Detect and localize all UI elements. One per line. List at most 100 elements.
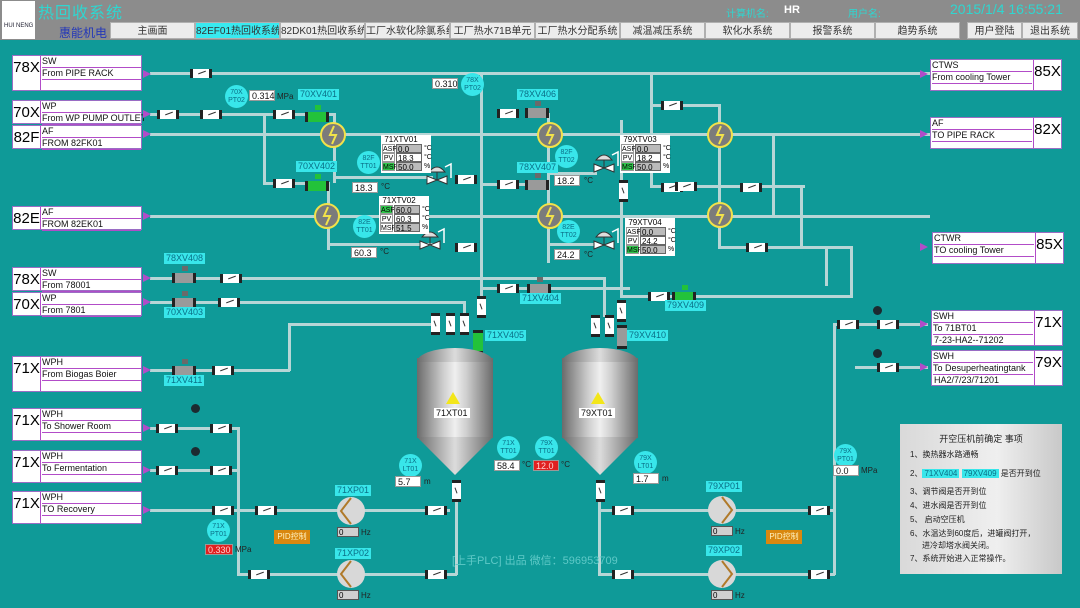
msp-value[interactable]: 51.5 xyxy=(394,223,420,233)
exit-button[interactable]: 退出系统 xyxy=(1022,22,1078,39)
control-valve-70xv402[interactable] xyxy=(305,174,329,191)
manual-valve[interactable] xyxy=(746,243,768,252)
tank-71xt01[interactable]: 71XT01 xyxy=(417,348,493,478)
manual-valve[interactable] xyxy=(273,110,295,119)
control-valve-79xv410[interactable] xyxy=(617,325,627,349)
manual-valve[interactable] xyxy=(605,315,614,337)
manual-valve[interactable] xyxy=(808,570,830,579)
manual-valve[interactable] xyxy=(212,366,234,375)
nav-hot-water-71b[interactable]: 工厂热水71B单元 xyxy=(450,22,535,39)
manual-valve[interactable] xyxy=(212,506,234,515)
tank-79xt01[interactable]: 79XT01 xyxy=(562,348,638,478)
pump-71xp01-hz[interactable]: 0 xyxy=(337,527,359,537)
manual-valve[interactable] xyxy=(157,110,179,119)
three-way-valve-icon[interactable] xyxy=(425,160,455,188)
manual-valve[interactable] xyxy=(460,313,469,335)
pump-71xp02-hz[interactable]: 0 xyxy=(337,590,359,600)
manual-valve[interactable] xyxy=(200,110,222,119)
control-valve-78xv408[interactable] xyxy=(172,266,196,283)
control-valve-79xv409[interactable] xyxy=(672,285,696,302)
heat-exchanger-icon[interactable] xyxy=(707,202,733,228)
manual-valve[interactable] xyxy=(497,109,519,118)
manual-valve[interactable] xyxy=(497,180,519,189)
pump-79xp02-hz[interactable]: 0 xyxy=(711,590,733,600)
manual-valve[interactable] xyxy=(220,274,242,283)
login-button[interactable]: 用户登陆 xyxy=(967,22,1022,39)
nav-82ef01[interactable]: 82EF01热回收系统 xyxy=(195,22,280,39)
nav-softened-water[interactable]: 软化水系统 xyxy=(705,22,790,39)
msp-value[interactable]: 50.0 xyxy=(635,162,661,172)
manual-valve[interactable] xyxy=(591,315,600,337)
control-valve-78xv407[interactable] xyxy=(525,173,549,190)
asp-value[interactable]: 0.0 xyxy=(635,144,661,154)
nav-main[interactable]: 主画面 xyxy=(110,22,195,39)
manual-valve[interactable] xyxy=(648,292,670,301)
manual-valve[interactable] xyxy=(596,480,605,502)
manual-valve[interactable] xyxy=(156,424,178,433)
control-valve-70xv403[interactable] xyxy=(172,291,196,308)
manual-valve[interactable] xyxy=(218,298,240,307)
manual-valve[interactable] xyxy=(455,243,477,252)
heat-exchanger-icon[interactable] xyxy=(537,122,563,148)
msp-value[interactable]: 50.0 xyxy=(396,162,422,172)
pump-79xp01[interactable] xyxy=(708,496,736,524)
manual-valve[interactable] xyxy=(617,300,626,322)
manual-valve[interactable] xyxy=(255,506,277,515)
manual-valve[interactable] xyxy=(210,466,232,475)
manual-valve[interactable] xyxy=(248,570,270,579)
nav-alarm[interactable]: 报警系统 xyxy=(790,22,875,39)
pid-control-button-79x[interactable]: PID控制 xyxy=(766,530,802,544)
control-valve-71xv404[interactable] xyxy=(527,277,551,294)
heat-exchanger-icon[interactable] xyxy=(707,122,733,148)
pump-71xp01[interactable] xyxy=(337,497,365,525)
manual-valve[interactable] xyxy=(612,570,634,579)
manual-valve[interactable] xyxy=(808,506,830,515)
three-way-valve-icon[interactable] xyxy=(592,225,622,253)
pid-control-button-71x[interactable]: PID控制 xyxy=(274,530,310,544)
heat-exchanger-icon[interactable] xyxy=(314,203,340,229)
manual-valve[interactable] xyxy=(156,466,178,475)
manual-valve[interactable] xyxy=(210,424,232,433)
pump-79xp01-hz[interactable]: 0 xyxy=(711,526,733,536)
manual-valve[interactable] xyxy=(477,296,486,318)
nav-hot-water-distribution[interactable]: 工厂热水分配系统 xyxy=(535,22,620,39)
control-valve-78xv406[interactable] xyxy=(525,101,549,118)
manual-valve[interactable] xyxy=(425,506,447,515)
asp-value[interactable]: 0.0 xyxy=(640,227,666,237)
pump-71xp02[interactable] xyxy=(337,560,365,588)
manual-valve[interactable] xyxy=(877,363,899,372)
manual-valve[interactable] xyxy=(446,313,455,335)
manual-valve[interactable] xyxy=(619,180,628,202)
manual-valve[interactable] xyxy=(837,320,859,329)
manual-valve[interactable] xyxy=(425,570,447,579)
manual-valve[interactable] xyxy=(452,480,461,502)
manual-valve[interactable] xyxy=(612,506,634,515)
manual-valve[interactable] xyxy=(661,101,683,110)
control-valve-70xv401[interactable] xyxy=(305,105,329,122)
